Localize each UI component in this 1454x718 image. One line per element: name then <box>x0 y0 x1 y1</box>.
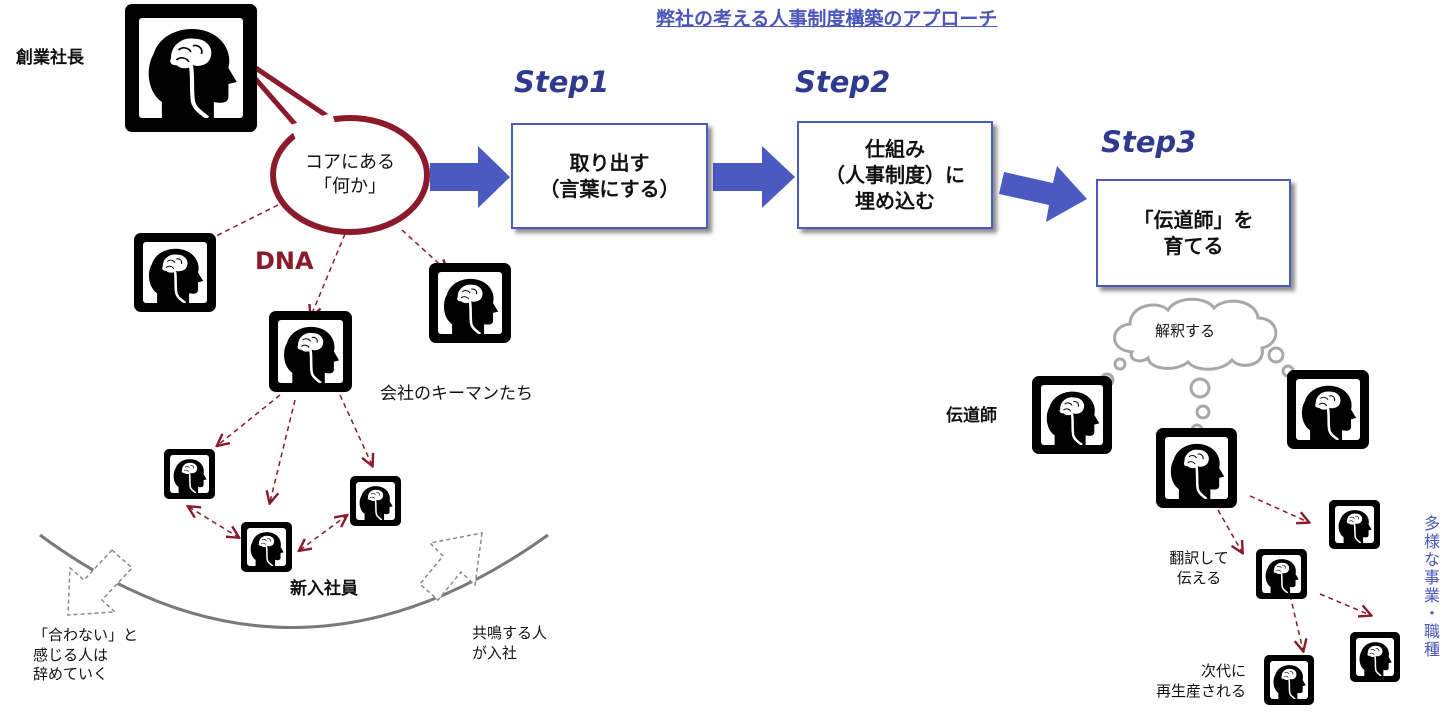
arrow-step1-to-step2 <box>713 146 795 208</box>
key-people-label: 会社のキーマンたち <box>380 384 533 404</box>
new-employee-head-icon <box>241 522 292 572</box>
step2-box: 仕組み （人事制度）に 埋め込む <box>797 121 993 229</box>
new-employee-head-icon <box>350 476 401 526</box>
translate-label: 翻訳して 伝える <box>1169 549 1229 587</box>
step3-label: Step3 <box>1101 125 1197 159</box>
arrow-core-to-step1 <box>430 146 510 208</box>
new-employee-head-icon <box>164 449 215 499</box>
join-arrow <box>418 532 483 602</box>
downstream-head-icon <box>1350 632 1400 682</box>
downstream-head-icon <box>1264 655 1314 705</box>
step3-text: 「伝道師」を 育てる <box>1133 208 1254 258</box>
peer-arrows <box>189 507 346 550</box>
step1-text: 取り出す （言葉にする） <box>539 151 680 201</box>
core-bubble-text: コアにある 「何か」 <box>305 152 395 198</box>
key-person-head-icon <box>429 263 511 343</box>
downstream-head-icon <box>1256 549 1307 599</box>
new-employees-label: 新入社員 <box>290 579 358 599</box>
thought-cloud <box>1083 297 1304 437</box>
cloud-text: 解釈する <box>1155 322 1216 340</box>
step1-box: 取り出す （言葉にする） <box>511 123 708 229</box>
dna-arrows <box>196 204 1370 650</box>
page-title: 弊社の考える人事制度構築のアプローチ <box>656 8 998 30</box>
founder-label: 創業社長 <box>16 48 84 68</box>
evangelist-head-icon <box>1156 428 1237 508</box>
step1-label: Step1 <box>514 65 610 99</box>
evangelist-head-icon <box>1032 376 1112 454</box>
join-label: 共鳴する人 が入社 <box>472 624 548 662</box>
founder-head-icon <box>125 4 257 132</box>
diverse-label: 多様な事業・職種 <box>1421 515 1440 659</box>
evangelist-head-icon <box>1287 370 1369 449</box>
step-arrows <box>430 146 1087 222</box>
key-person-head-icon <box>134 233 216 312</box>
downstream-head-icon <box>1329 500 1380 549</box>
dna-label: DNA <box>255 247 314 275</box>
arrow-step2-to-step3 <box>999 166 1087 222</box>
key-person-head-icon <box>269 311 352 392</box>
step2-label: Step2 <box>795 65 891 99</box>
leave-arrow <box>67 548 134 616</box>
regenerate-label: 次代に 再生産される <box>1155 662 1246 700</box>
evangelist-label: 伝道師 <box>946 406 997 426</box>
leave-label: 「合わない」と 感じる人は 辞めていく <box>33 626 139 683</box>
step2-text: 仕組み （人事制度）に 埋め込む <box>825 137 965 213</box>
step3-box: 「伝道師」を 育てる <box>1096 179 1291 287</box>
